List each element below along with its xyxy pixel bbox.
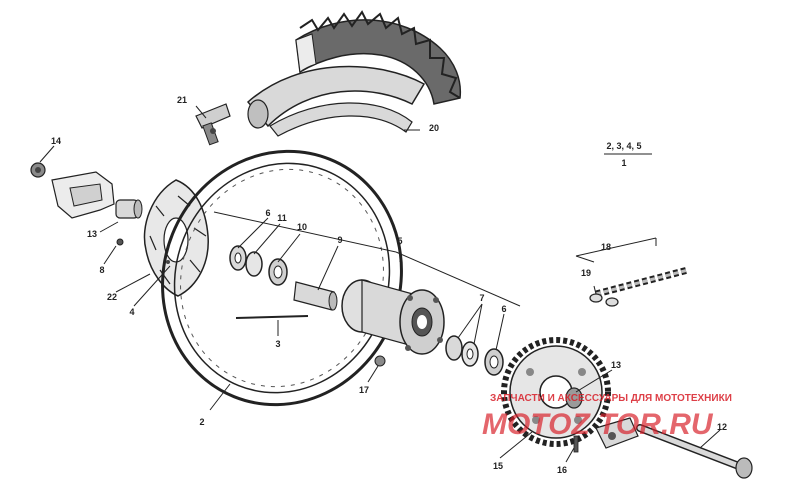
callout-6-left: 6 [265, 208, 270, 218]
inner-tube [246, 65, 426, 129]
valve-part [195, 103, 231, 146]
rim-tape [269, 102, 413, 137]
callout-labels: 21 20 14 13 8 22 4 6 11 10 9 5 3 2 7 6 1… [51, 95, 727, 475]
wheel-hub [341, 279, 445, 355]
callout-11: 11 [277, 213, 287, 223]
sprocket-bolt [573, 435, 579, 453]
callout-19: 19 [581, 268, 591, 278]
callout-14: 14 [51, 136, 61, 146]
callout-16: 16 [557, 465, 567, 475]
callout-3: 3 [275, 339, 280, 349]
right-bearings [445, 335, 504, 376]
swingarm-end [51, 171, 115, 219]
callout-9: 9 [337, 235, 342, 245]
spoke-part [235, 315, 309, 319]
group-label-bottom: 1 [621, 158, 626, 168]
leader-lines [39, 105, 721, 463]
hub-nut [374, 355, 386, 367]
callout-13-right: 13 [611, 360, 621, 370]
hub-spacer-tube [293, 281, 338, 311]
callout-20: 20 [429, 123, 439, 133]
watermark-domain: MOTOZ TOR.RU [482, 408, 714, 441]
callout-4: 4 [129, 307, 134, 317]
spacer-part [115, 199, 143, 219]
axle-part [636, 424, 753, 479]
watermark: ЗАПЧАСТИ И АКСЕССУАРЫ ДЛЯ МОТОТЕХНИКИ MO… [482, 393, 732, 441]
watermark-tagline: ЗАПЧАСТИ И АКСЕССУАРЫ ДЛЯ МОТОТЕХНИКИ [490, 393, 732, 404]
callout-6-right: 6 [501, 304, 506, 314]
callout-7: 7 [479, 293, 484, 303]
callout-22: 22 [107, 292, 117, 302]
callout-5: 5 [397, 236, 402, 246]
sprocket-spacer [565, 387, 583, 409]
chain-adjuster [595, 417, 639, 449]
rear-sprocket [501, 337, 611, 447]
callout-13: 13 [87, 229, 97, 239]
brake-disc [143, 179, 209, 297]
callout-2: 2 [199, 417, 204, 427]
axle-nut-part [30, 162, 46, 178]
callout-8: 8 [99, 265, 104, 275]
brake-disc-bolt [116, 238, 124, 246]
tyre [295, 10, 462, 105]
callout-12: 12 [717, 422, 727, 432]
left-bearings [229, 245, 288, 286]
drive-chain [595, 266, 689, 298]
callout-17: 17 [359, 385, 369, 395]
group-label-top: 2, 3, 4, 5 [606, 141, 641, 151]
callout-21: 21 [177, 95, 187, 105]
callout-15: 15 [493, 461, 503, 471]
callout-10: 10 [297, 222, 307, 232]
chain-master-link [589, 293, 619, 307]
callout-18: 18 [601, 242, 611, 252]
